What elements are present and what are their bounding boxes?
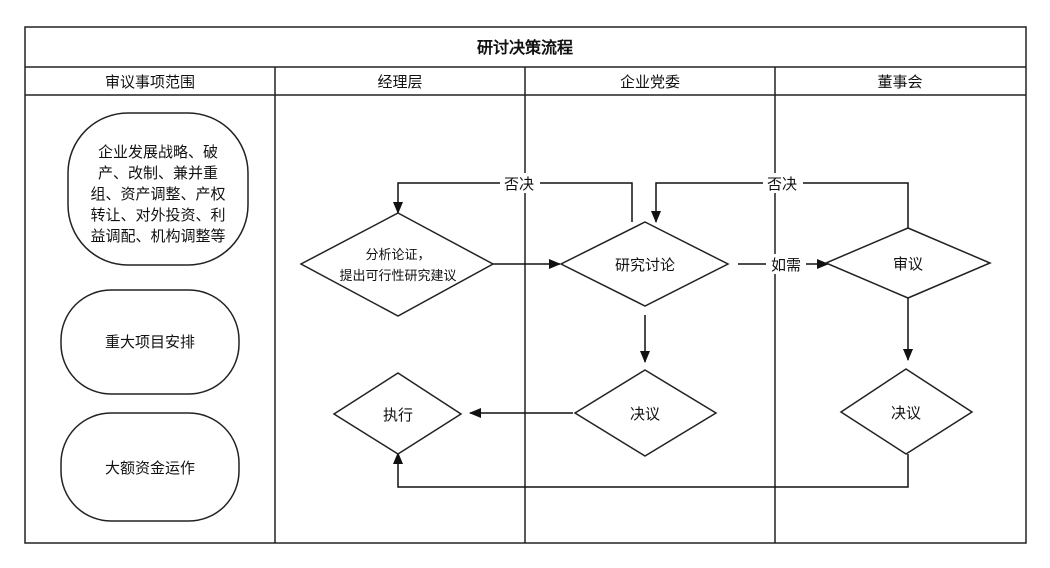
edge-board-decision-to-execute [393,452,909,488]
scope-item-major-projects: 重大项目安排 [60,289,240,395]
node-decision-party: 决议 [573,369,718,457]
node-analysis-line-2: 提出可行性研究建议 [339,268,456,284]
node-review-label: 审议 [893,255,923,273]
node-decision-board-label: 决议 [891,404,921,422]
edge-label-if-needed: 如需 [771,256,801,274]
scope-item-large-funds-label: 大额资金运作 [105,459,195,477]
lane-header-party-committee: 企业党委 [620,73,680,91]
swimlane-table [24,26,1027,544]
scope-item-major-projects-label: 重大项目安排 [105,333,195,351]
node-decision-party-label: 决议 [630,405,660,423]
lane-header-scope: 审议事项范围 [105,73,195,91]
scope-item-strategy-line-2: 产、改制、兼并重 [98,164,218,182]
node-review: 审议 [824,227,992,299]
edge-label-veto-party: 否决 [504,175,534,193]
scope-item-strategy-line-3: 组、资产调整、产权 [90,185,225,203]
scope-item-large-funds: 大额资金运作 [60,412,240,522]
node-execute-label: 执行 [383,406,413,424]
diagram-title: 研讨决策流程 [477,38,573,57]
node-analysis-line-1: 分析论证， [365,248,430,263]
lane-header-board: 董事会 [877,73,922,91]
scope-item-strategy-line-5: 益调配、机构调整等 [90,227,225,245]
node-decision-board: 决议 [839,368,974,455]
node-analysis: 分析论证， 提出可行性研究建议 [299,212,495,317]
lane-header-management: 经理层 [377,73,422,91]
scope-item-strategy-line-1: 企业发展战略、破 [98,143,218,161]
node-study: 研究讨论 [559,221,730,307]
node-study-label: 研究讨论 [615,256,675,274]
node-execute: 执行 [332,372,463,455]
scope-item-strategy-line-4: 转让、对外投资、利 [90,206,225,224]
scope-item-strategy: 企业发展战略、破 产、改制、兼并重 组、资产调整、产权 转让、对外投资、利 益调… [67,112,249,266]
edge-label-veto-board: 否决 [767,175,797,193]
